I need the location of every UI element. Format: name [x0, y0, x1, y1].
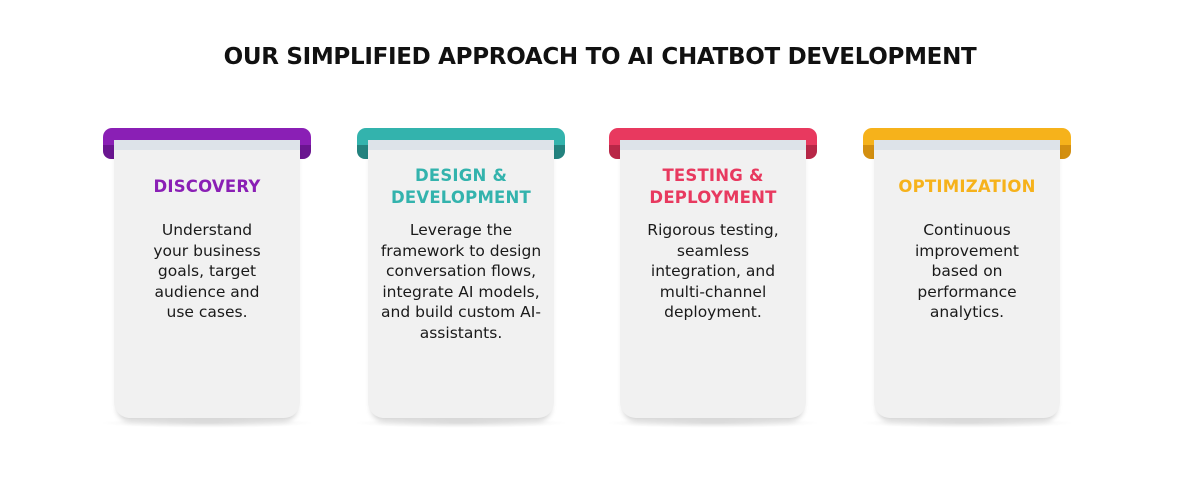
step-card-testing-deployment: TESTING & DEPLOYMENT Rigorous testing, s…	[605, 128, 821, 428]
step-heading: OPTIMIZATION	[898, 177, 1036, 196]
card-body: TESTING & DEPLOYMENT Rigorous testing, s…	[620, 140, 806, 418]
card-body-top-strip	[620, 140, 806, 150]
card-body: DISCOVERY Understand your business goals…	[114, 140, 300, 418]
card-shadow	[353, 418, 569, 428]
page-title: OUR SIMPLIFIED APPROACH TO AI CHATBOT DE…	[223, 44, 977, 70]
card-body-top-strip	[114, 140, 300, 150]
step-description: Understand your business goals, target a…	[153, 221, 261, 321]
card-body-top-strip	[368, 140, 554, 150]
card-shadow	[99, 418, 315, 428]
card-shadow	[605, 418, 821, 428]
step-card-optimization: OPTIMIZATION Continuous improvement base…	[859, 128, 1075, 428]
card-body-top-strip	[874, 140, 1060, 150]
card-shadow	[859, 418, 1075, 428]
step-heading: DISCOVERY	[153, 177, 261, 196]
step-description: Rigorous testing, seamless integration, …	[647, 221, 779, 321]
step-heading: TESTING & DEPLOYMENT	[649, 166, 777, 207]
step-card-design-development: DESIGN & DEVELOPMENT Leverage the framew…	[353, 128, 569, 428]
card-body: OPTIMIZATION Continuous improvement base…	[874, 140, 1060, 418]
step-description: Continuous improvement based on performa…	[914, 221, 1019, 321]
step-description: Leverage the framework to design convers…	[380, 221, 542, 342]
card-body: DESIGN & DEVELOPMENT Leverage the framew…	[368, 140, 554, 418]
step-card-discovery: DISCOVERY Understand your business goals…	[99, 128, 315, 428]
step-heading: DESIGN & DEVELOPMENT	[390, 166, 531, 207]
